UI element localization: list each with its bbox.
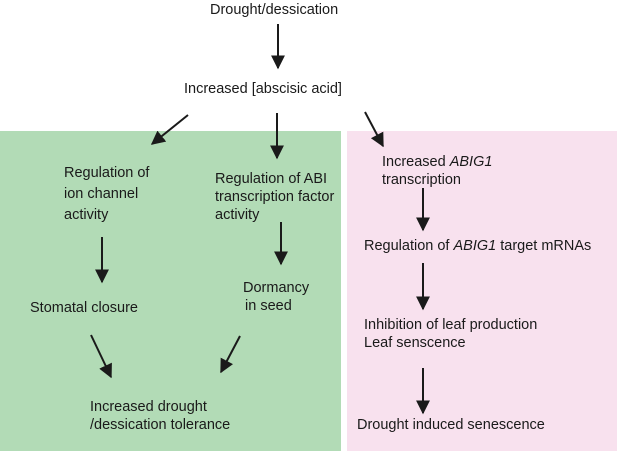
arrow-stomatal-to-tolerance [90,334,112,379]
node-senescence: Drought induced senescence [357,416,545,434]
node-aba: Increased [abscisic acid] [184,80,342,98]
node-ion-line-3: activity [64,207,109,223]
node-abi-line-2: transcription factor [215,189,335,205]
arrow-dormancy-to-tolerance [220,335,241,374]
arrow-aba-to-ion [150,114,189,145]
node-dormancy-line-1: Dormancy [243,280,310,296]
node-drought: Drought/dessication [210,1,338,19]
green-panel [0,131,341,451]
node-abi-line-1: Regulation of ABI [215,171,328,187]
node-leaf-line-1: Inhibition of leaf production [364,317,538,333]
node-abig1-transcription-line-2: transcription [382,172,461,188]
pink-panel [347,131,617,451]
node-tolerance-line-1: Increased drought [90,399,207,415]
node-ion-line-1: Regulation of [64,165,150,181]
node-abig1-targets-prefix: Regulation of [364,238,454,254]
node-ion-channel: Regulation of ion channel activity [64,163,149,226]
node-leaf: Inhibition of leaf production Leaf sensc… [364,316,537,352]
node-tolerance: Increased drought /dessication tolerance [90,398,230,434]
node-abi-line-3: activity [215,207,260,223]
node-abig1-targets-suffix: target mRNAs [496,238,592,254]
node-abig1-targets-line: Regulation of ABIG1 target mRNAs [364,237,591,255]
node-tolerance-line-2: /dessication tolerance [90,417,231,433]
node-abig1-targets: Regulation of ABIG1 target mRNAs [364,237,591,255]
node-abig1-transcription-prefix: Increased [382,154,450,170]
node-senescence-text: Drought induced senescence [357,417,545,433]
node-dormancy-line-2: in seed [245,298,292,314]
node-abi: Regulation of ABI transcription factor a… [215,170,334,224]
node-stomatal-closure: Stomatal closure [30,299,138,317]
arrow-aba-to-abig1 [364,111,384,148]
node-aba-text: Increased [abscisic acid] [184,81,342,97]
node-dormancy: Dormancy in seed [243,279,309,315]
node-abig1-transcription: Increased ABIG1 transcription [382,153,492,189]
node-drought-text: Drought/dessication [210,2,339,18]
node-abig1-targets-gene: ABIG1 [453,238,497,254]
node-abig1-transcription-line-1: Increased ABIG1 [382,153,492,171]
node-abig1-transcription-gene: ABIG1 [449,154,493,170]
node-ion-line-2: ion channel [64,186,139,202]
node-leaf-line-2: Leaf senscence [364,335,466,351]
node-stomatal-text: Stomatal closure [30,300,138,316]
